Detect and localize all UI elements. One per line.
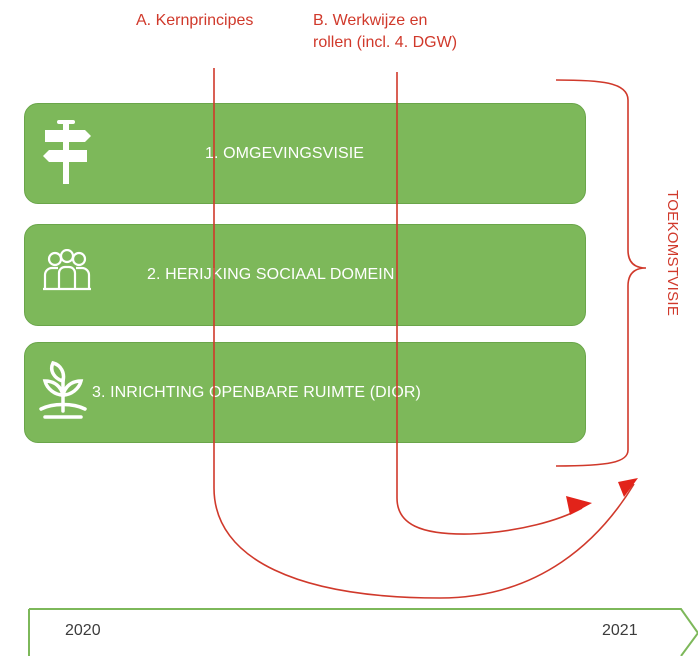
kernprincipes-label: A. Kernprincipes: [136, 12, 254, 29]
arrow-head-kernprincipes: [618, 478, 638, 497]
kernprincipes-flow-line: [213, 68, 635, 599]
werkwijze-rollen-label: B. Werkwijze en rollen (incl. 4. DGW): [313, 12, 458, 51]
timeline-end-year: 2021: [602, 622, 638, 639]
people-icon: [39, 248, 95, 298]
box-label: 1. OMGEVINGSVISIE: [205, 144, 365, 162]
sociaal-domein-box: 2. HERIJKING SOCIAAL DOMEIN: [24, 224, 586, 326]
werkwijze-flow-line: [396, 72, 583, 535]
openbare-ruimte-box: 3. INRICHTING OPENBARE RUIMTE (DIOR): [24, 342, 586, 443]
toekomstvisie-brace: [555, 79, 647, 467]
omgevingsvisie-box: 1. OMGEVINGSVISIE: [24, 103, 586, 204]
arrow-head-werkwijze: [566, 496, 592, 515]
box-label: 2. HERIJKING SOCIAAL DOMEIN: [147, 266, 395, 283]
timeline-start-year: 2020: [65, 622, 101, 639]
signpost-icon: [39, 120, 95, 191]
plant-icon: [35, 360, 91, 426]
box-label: 3. INRICHTING OPENBARE RUIMTE (DIOR): [92, 383, 421, 401]
toekomstvisie-label: TOEKOMSTVISIE: [664, 190, 681, 317]
